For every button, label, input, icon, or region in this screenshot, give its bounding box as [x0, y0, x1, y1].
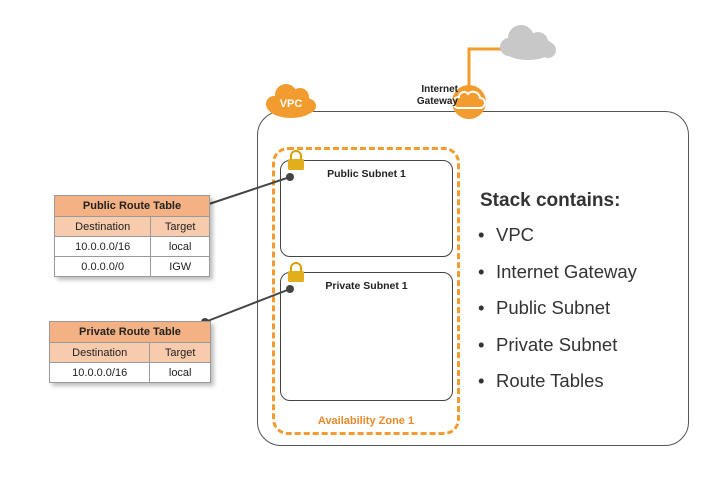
bullet: •	[478, 333, 485, 355]
public-subnet-box: Public Subnet 1	[280, 160, 453, 257]
gateway-to-cloud-connector	[467, 47, 502, 90]
table-row: 10.0.0.0/16 local	[48, 362, 211, 383]
table-row: 10.0.0.0/16 local	[53, 236, 210, 257]
list-item: • Public Subnet	[478, 297, 637, 334]
private-route-table-title: Private Route Table	[49, 321, 211, 343]
table-row: 0.0.0.0/0 IGW	[53, 256, 210, 277]
internet-gateway-label-line2: Gateway	[416, 96, 458, 107]
internet-gateway-label: Internet Gateway	[398, 84, 458, 108]
availability-zone-label: Availability Zone 1	[317, 415, 415, 427]
table-cell-target: local	[149, 362, 211, 383]
table-cell-target: local	[150, 236, 210, 257]
private-route-table: Private Route Table Destination Target 1…	[48, 321, 211, 383]
bullet: •	[478, 370, 485, 391]
list-item-label: VPC	[496, 224, 535, 245]
bullet: •	[478, 297, 485, 318]
list-item-label: Route Tables	[496, 370, 604, 391]
public-route-table-title: Public Route Table	[54, 195, 210, 217]
vpc-label: VPC	[279, 98, 303, 110]
stack-title: Stack contains:	[480, 190, 621, 211]
table-header-destination: Destination	[53, 216, 152, 237]
table-cell-destination: 10.0.0.0/16	[48, 362, 151, 383]
internet-gateway-label-line1: Internet	[421, 84, 458, 95]
list-item: • VPC	[478, 224, 637, 261]
table-header-target: Target	[150, 216, 210, 237]
stack-list: • VPC • Internet Gateway • Public Subnet • P…	[478, 224, 637, 407]
table-cell-target: IGW	[150, 256, 210, 277]
table-header-destination: Destination	[48, 342, 151, 363]
table-cell-destination: 0.0.0.0/0	[53, 256, 152, 277]
table-cell-destination: 10.0.0.0/16	[53, 236, 152, 257]
internet-cloud-icon	[500, 25, 556, 60]
list-item: • Internet Gateway	[478, 261, 637, 298]
list-item: • Route Tables	[478, 370, 637, 407]
private-subnet-title: Private Subnet 1	[325, 280, 408, 292]
private-subnet-box: Private Subnet 1	[280, 272, 453, 401]
list-item: • Private Subnet	[478, 334, 637, 371]
public-subnet-title: Public Subnet 1	[327, 168, 406, 180]
bullet: •	[478, 224, 485, 245]
list-item-label: Private Subnet	[496, 333, 618, 355]
list-item-label: Internet Gateway	[496, 260, 637, 282]
public-route-table: Public Route Table Destination Target 10…	[53, 195, 210, 277]
bullet: •	[478, 260, 485, 282]
table-header-target: Target	[149, 342, 211, 363]
list-item-label: Public Subnet	[496, 297, 611, 318]
